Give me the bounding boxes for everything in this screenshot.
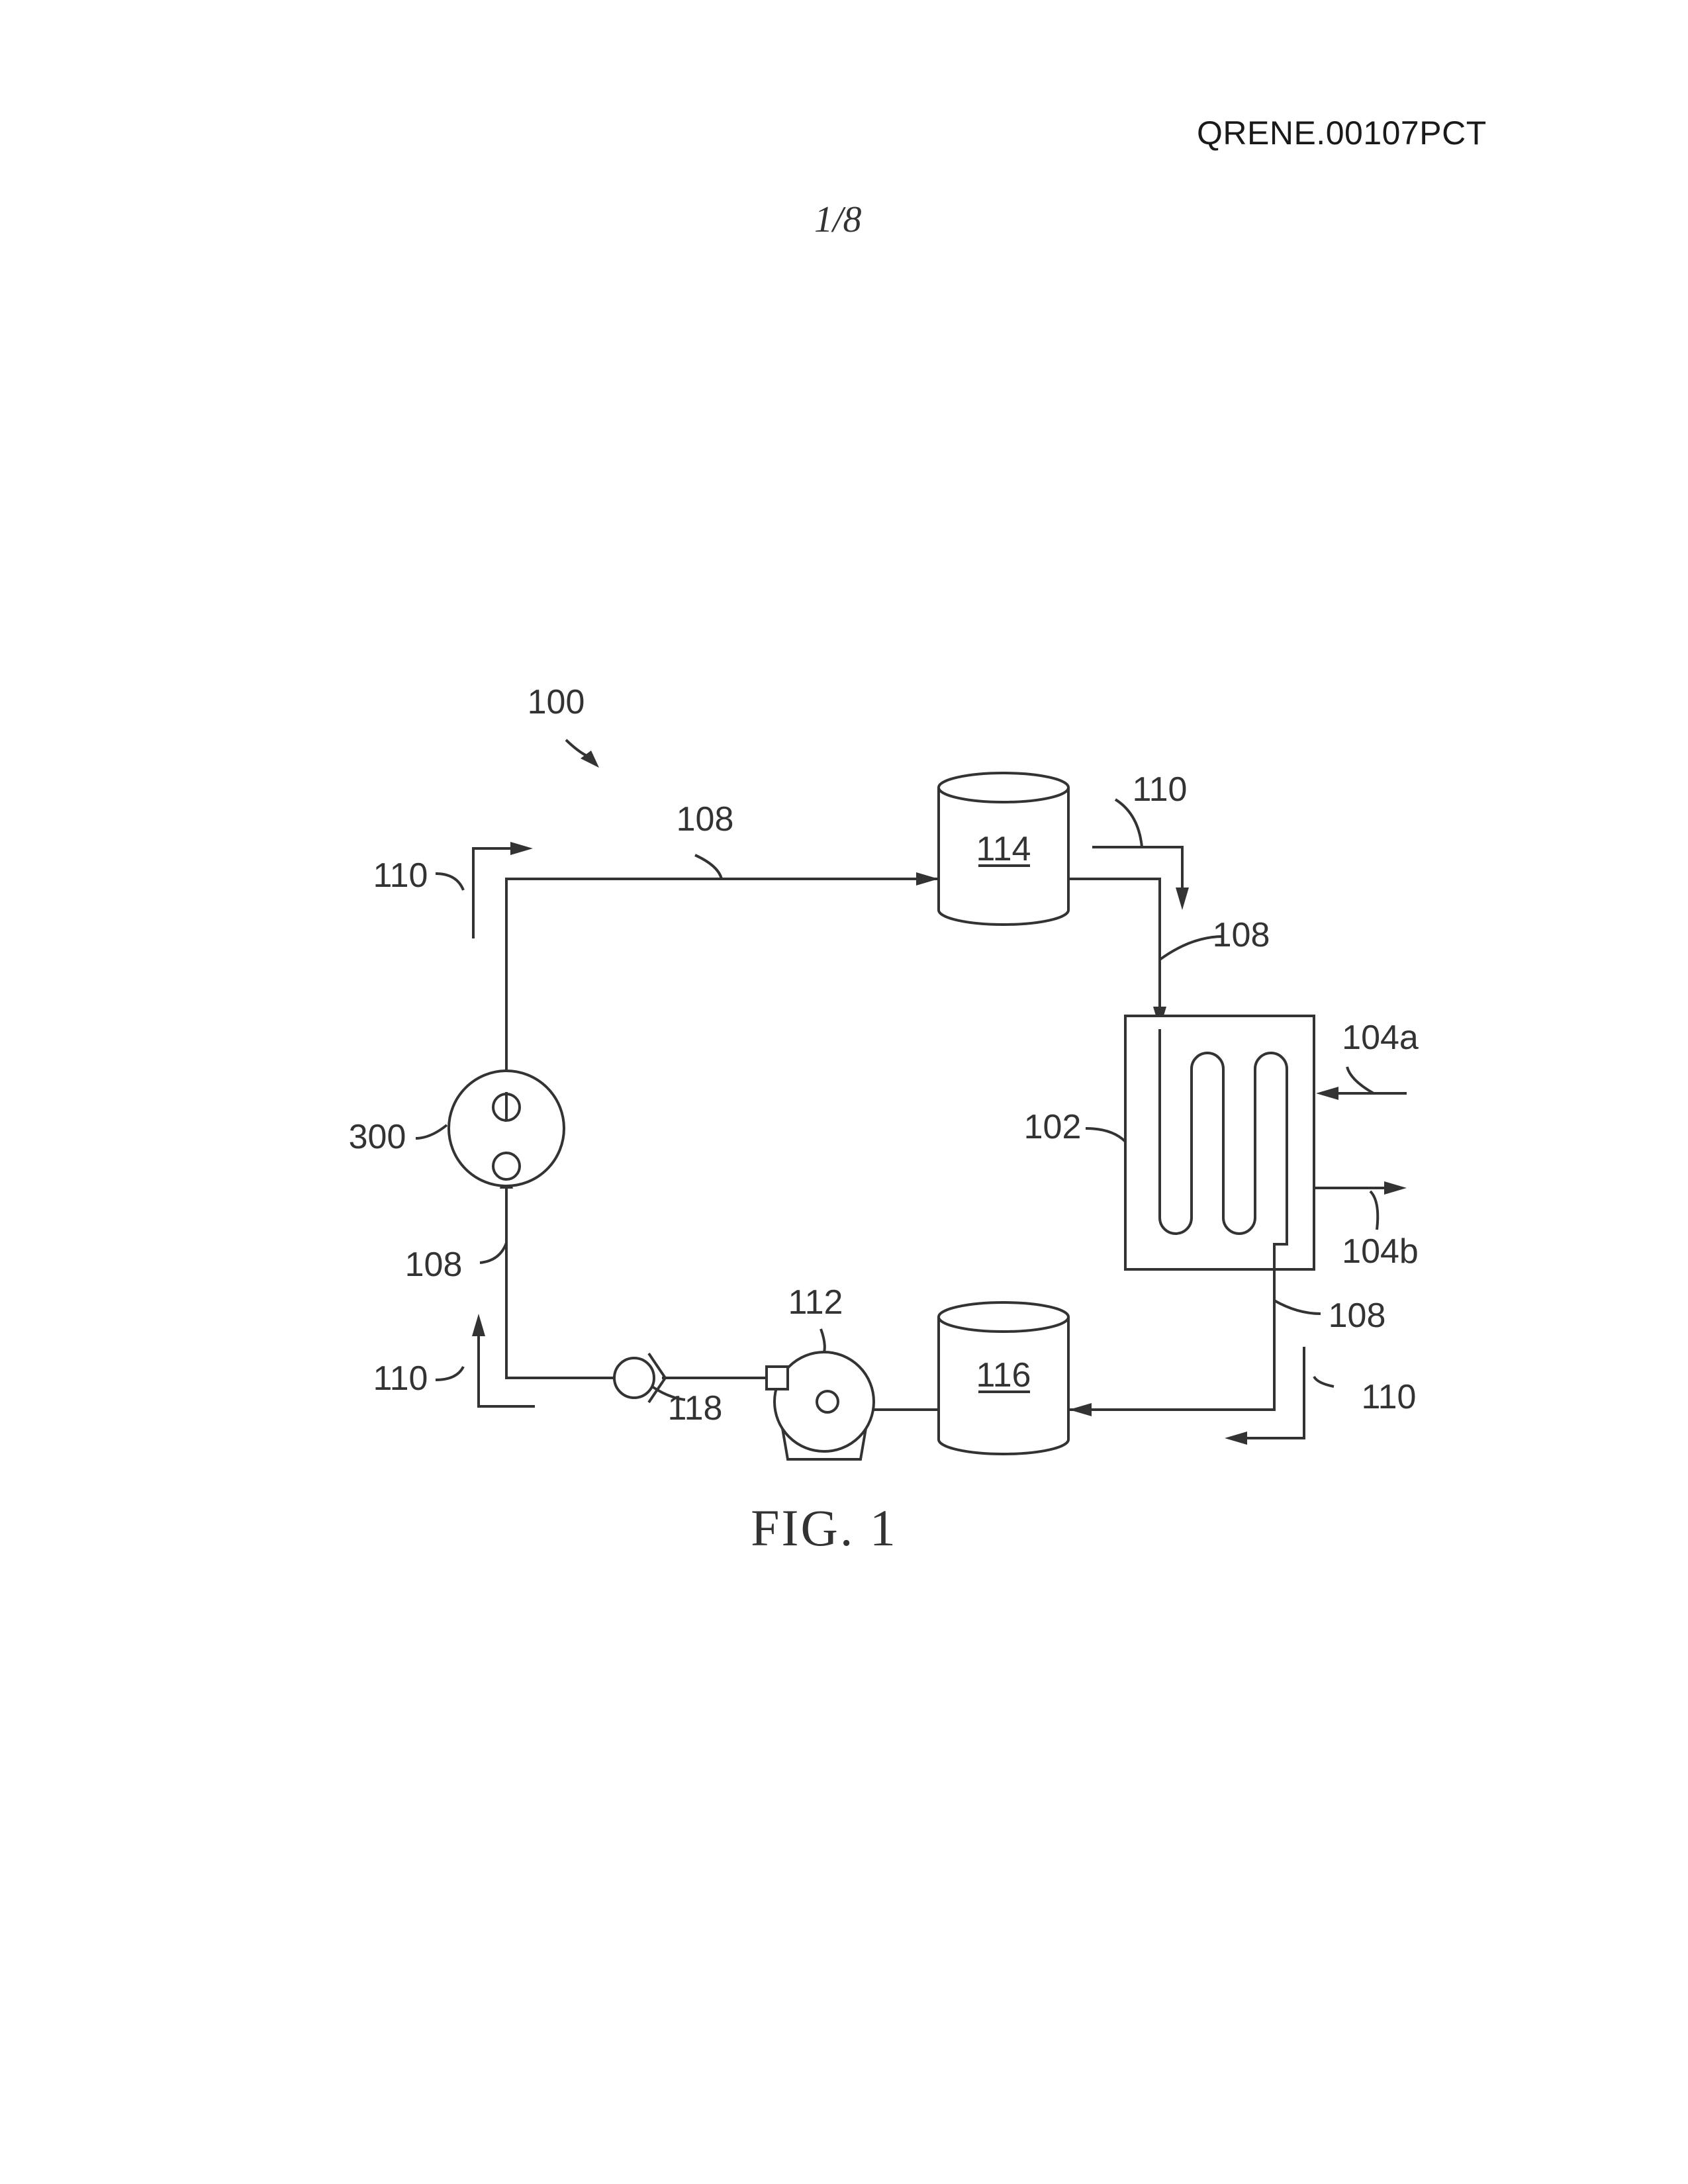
pump-112 [767, 1352, 874, 1459]
label-114: 114 [976, 830, 1031, 868]
label-110-bottom-right: 110 [1362, 1378, 1417, 1416]
check-valve-118 [614, 1353, 665, 1402]
conduit-114-to-102 [1069, 879, 1160, 1029]
label-108-top: 108 [677, 800, 734, 839]
label-104b: 104b [1342, 1232, 1419, 1271]
label-118: 118 [668, 1389, 723, 1428]
arrow-into-tank-114 [916, 872, 939, 886]
conduit-118-to-300 [506, 1166, 619, 1378]
arrow-into-116 [1069, 1403, 1092, 1416]
flow-arrow-bottom-right [1241, 1347, 1304, 1438]
label-300: 300 [349, 1118, 406, 1156]
tank-116: 116 [939, 1302, 1068, 1454]
tank-114: 114 [939, 773, 1068, 925]
label-104a: 104a [1342, 1019, 1419, 1057]
flow-arrow-top-left [473, 848, 516, 938]
label-110-top-right: 110 [1133, 770, 1188, 809]
conduit-top [506, 879, 939, 1092]
label-108-right-upper: 108 [1213, 916, 1270, 954]
label-108-right-lower: 108 [1329, 1297, 1386, 1335]
label-112: 112 [788, 1283, 843, 1322]
label-102: 102 [1024, 1108, 1082, 1146]
figure-caption: FIG. 1 [751, 1499, 898, 1557]
conduit-102-to-116 [1069, 1269, 1274, 1410]
label-100: 100 [528, 683, 585, 721]
label-116: 116 [976, 1356, 1031, 1394]
label-110-bottom-left: 110 [373, 1359, 428, 1398]
device-300 [449, 1071, 564, 1186]
flow-arrow-top-right [1092, 847, 1182, 893]
label-110-top-left: 110 [373, 856, 428, 895]
label-108-left: 108 [405, 1246, 463, 1284]
